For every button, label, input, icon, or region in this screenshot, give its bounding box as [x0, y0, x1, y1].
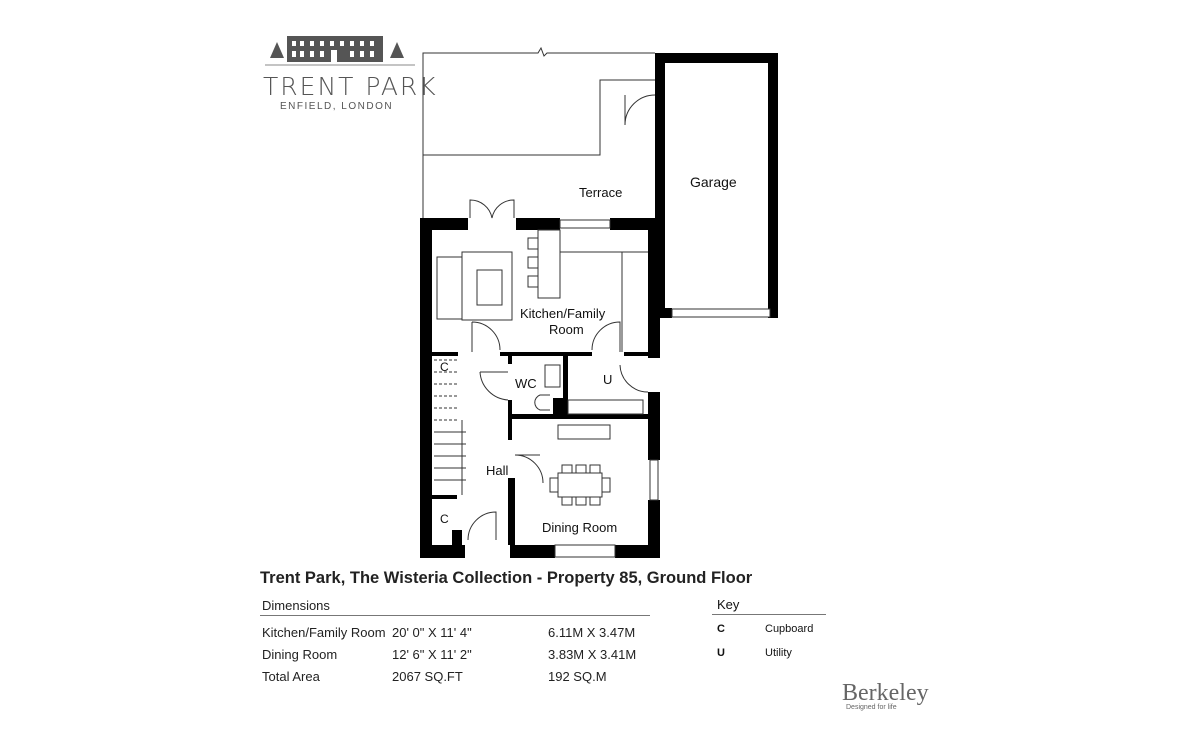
room-label-hall: Hall — [486, 463, 509, 478]
logo-name: TRENT PARK — [263, 72, 438, 101]
key-label: Utility — [765, 647, 792, 659]
key-label: Cupboard — [765, 623, 814, 635]
dimension-room: Dining Room — [262, 647, 338, 662]
terrace-doors — [469, 199, 515, 219]
dimension-imperial: 20' 0" X 11' 4" — [392, 625, 472, 640]
room-label-cupboard-2: C — [440, 512, 449, 526]
room-label-kitchen: Kitchen/Family — [520, 306, 606, 321]
floor-plan-drawing — [420, 46, 778, 558]
key-code: C — [717, 623, 725, 635]
dimension-metric: 192 SQ.M — [548, 669, 607, 684]
berkeley-logo: Berkeley — [842, 680, 929, 706]
room-label-dining: Dining Room — [542, 520, 618, 535]
dimension-imperial: 2067 SQ.FT — [392, 669, 463, 684]
dimensions-heading: Dimensions — [262, 598, 330, 613]
berkeley-tagline: Designed for life — [846, 704, 897, 711]
logo-location: ENFIELD, LONDON — [280, 101, 394, 112]
divider — [712, 614, 826, 615]
key-heading: Key — [717, 597, 740, 612]
room-label-wc: WC — [515, 376, 537, 391]
building-logo-icon — [265, 36, 415, 66]
garage — [655, 53, 778, 318]
plan-title: Trent Park, The Wisteria Collection - Pr… — [260, 569, 753, 587]
key-code: U — [717, 647, 725, 659]
house-walls — [420, 218, 660, 558]
room-label-kitchen-2: Room — [549, 322, 584, 337]
terrace-outline — [422, 46, 655, 218]
room-label-terrace: Terrace — [579, 185, 623, 200]
dimension-room: Kitchen/Family Room — [262, 625, 386, 640]
room-label-garage: Garage — [690, 174, 737, 190]
room-label-utility: U — [603, 372, 613, 387]
dimension-metric: 3.83M X 3.41M — [548, 647, 637, 662]
room-label-cupboard: C — [440, 360, 449, 374]
dimension-imperial: 12' 6" X 11' 2" — [392, 647, 472, 662]
garage-door-swing — [624, 94, 656, 126]
divider — [260, 615, 650, 616]
dimension-room: Total Area — [262, 669, 320, 684]
dimension-metric: 6.11M X 3.47M — [548, 625, 636, 640]
